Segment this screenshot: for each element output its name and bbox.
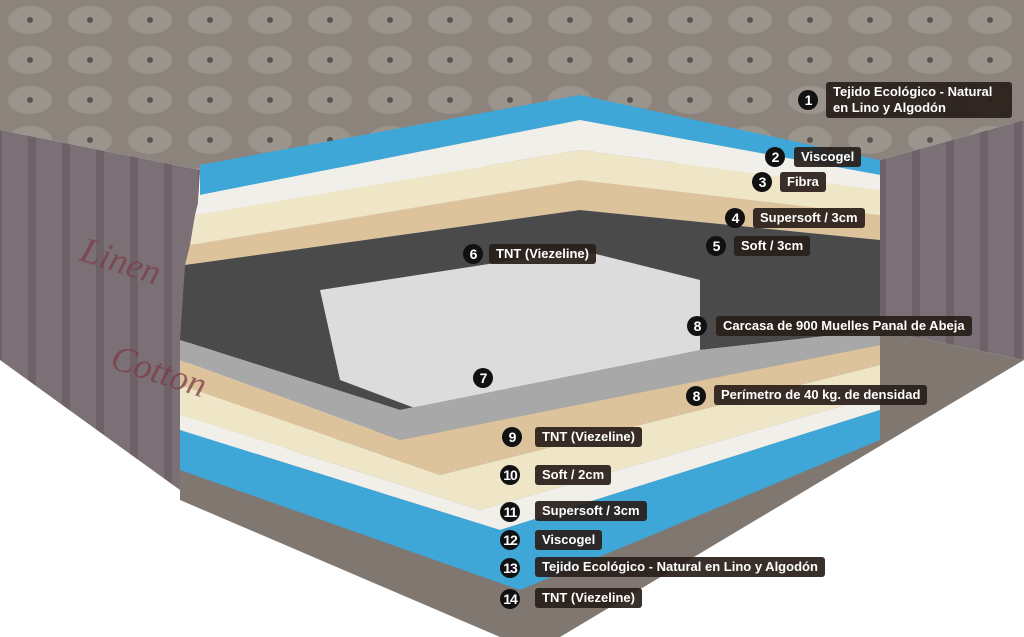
callout-label: Tejido Ecológico - Natural en Lino y Alg… [826, 82, 1012, 118]
layer-fibra-top [195, 120, 880, 215]
callout-number: 9 [502, 427, 522, 447]
callout-number: 10 [500, 465, 520, 485]
callout-number: 11 [500, 502, 520, 522]
callout-number: 6 [463, 244, 483, 264]
callout-number: 8 [687, 316, 707, 336]
callout-number: 8 [686, 386, 706, 406]
layer-tnt-bottom [180, 330, 880, 440]
callout-number: 5 [706, 236, 726, 256]
top-surface [0, 0, 1024, 170]
callout-number: 7 [473, 368, 493, 388]
callout-label: Tejido Ecológico - Natural en Lino y Alg… [535, 557, 825, 577]
callout-number: 3 [752, 172, 772, 192]
callout-number: 2 [765, 147, 785, 167]
callout-label: Carcasa de 900 Muelles Panal de Abeja [716, 316, 972, 336]
callout-label: Fibra [780, 172, 826, 192]
layer-fibra-bottom [180, 395, 880, 530]
callout-number: 13 [500, 558, 520, 578]
callout-label: Viscogel [794, 147, 862, 167]
left-side-panel [0, 130, 200, 490]
layer-soft-bottom [180, 345, 880, 475]
layer-supersoft-top [190, 150, 880, 245]
callout-label: Viscogel [535, 530, 603, 550]
callout-label: Soft / 2cm [535, 465, 612, 485]
layer-soft-top [185, 180, 880, 265]
layer-viscogel-top [200, 95, 880, 195]
callout-number: 14 [500, 589, 520, 609]
callout-number: 12 [500, 530, 520, 550]
callout-number: 1 [798, 90, 818, 110]
callout-label: Soft / 3cm [734, 236, 811, 256]
callout-label: TNT (Viezeline) [535, 588, 642, 608]
callout-label: TNT (Viezeline) [535, 427, 642, 447]
right-side-panel [880, 120, 1024, 360]
callout-label: Perímetro de 40 kg. de densidad [714, 385, 928, 405]
layer-supersoft-bottom [180, 365, 880, 510]
callout-number: 4 [725, 208, 745, 228]
callout-label: TNT (Viezeline) [489, 244, 596, 264]
callout-label: Supersoft / 3cm [535, 501, 647, 521]
layer-viscogel-bottom [180, 410, 880, 590]
callout-label: Supersoft / 3cm [753, 208, 865, 228]
